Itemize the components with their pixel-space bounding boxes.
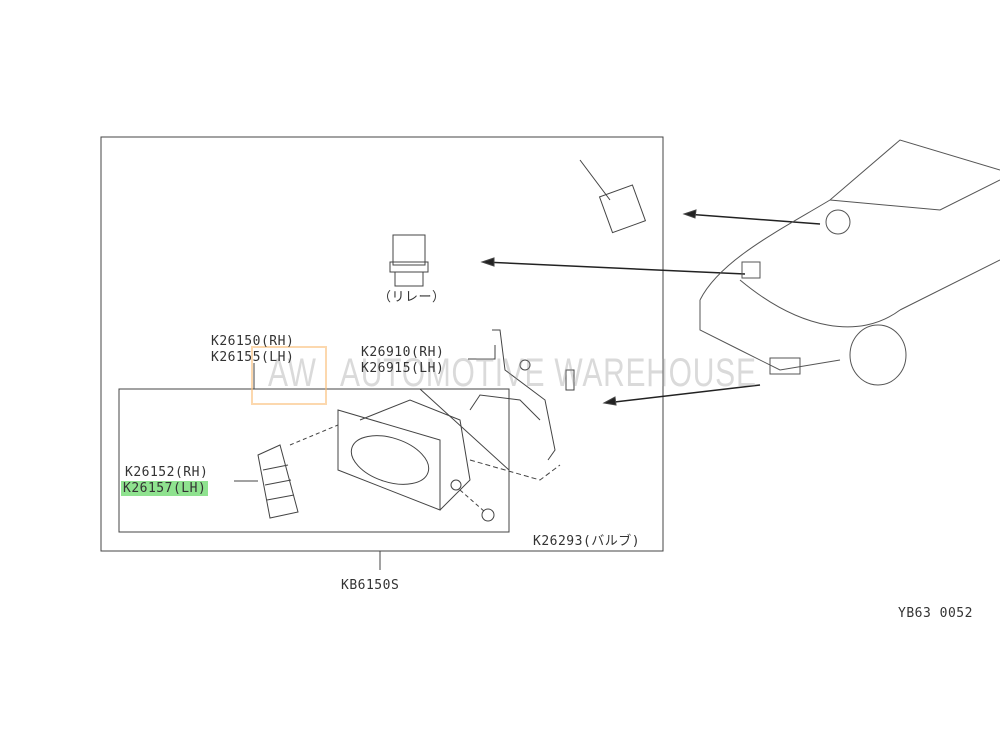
bezel-part [257,444,299,519]
relay-part [389,234,429,287]
watermark-logo: AW [268,351,317,395]
part-label-k26152[interactable]: K26152(RH) [125,465,209,480]
watermark-logo-box [251,346,327,405]
inner-frame [118,388,510,533]
part-label-k26157-highlighted[interactable]: K26157(LH) [121,481,209,496]
part-label-k26293[interactable]: K26293(バルブ) [533,534,641,549]
car-illustration [699,139,1000,386]
switch-part [579,159,647,234]
part-label-k26150[interactable]: K26150(RH) [211,334,295,349]
figure-code: YB63 0052 [898,606,973,621]
outer-frame [100,136,664,552]
part-label-kb6150s[interactable]: KB6150S [341,578,400,593]
part-label-k26910[interactable]: K26910(RH) [361,345,445,360]
bracket-part [469,329,575,481]
watermark-text: AUTOMOTIVE WAREHOUSE [340,351,757,395]
relay-label: （リレー） [378,290,446,305]
fog-lamp-part [289,399,495,522]
part-label-k26155[interactable]: K26155(LH) [211,350,295,365]
part-label-k26915[interactable]: K26915(LH) [361,361,445,376]
arrows [483,213,821,404]
